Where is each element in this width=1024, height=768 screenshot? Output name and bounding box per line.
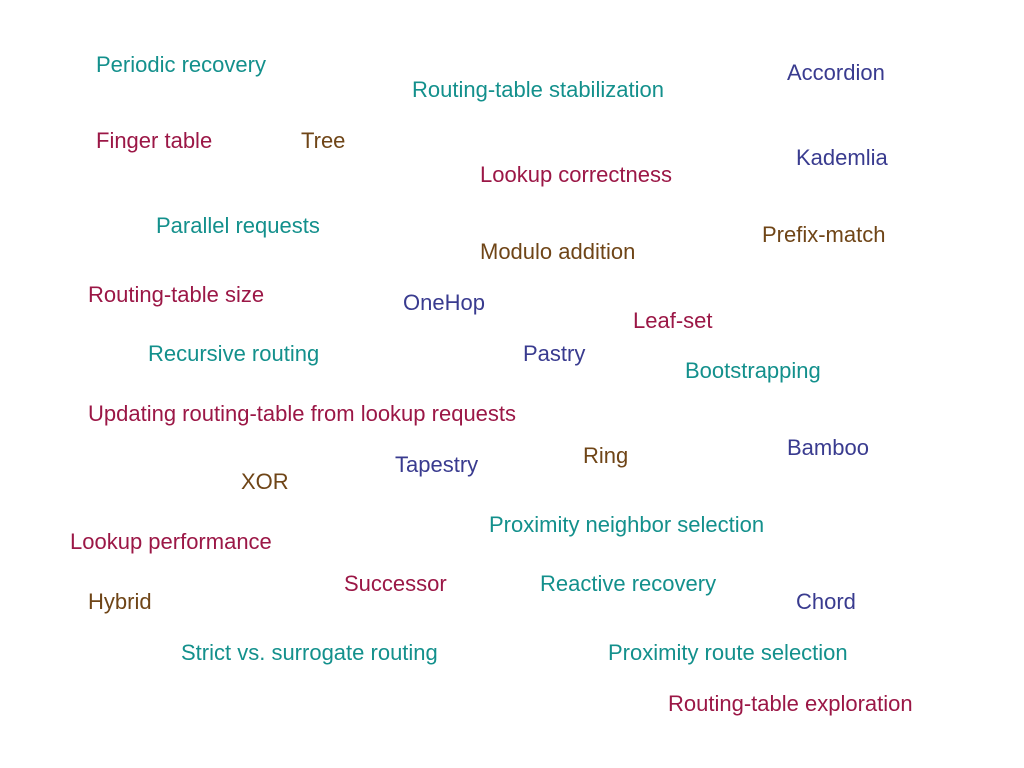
term-lookup-performance: Lookup performance [70, 529, 272, 554]
term-bootstrapping: Bootstrapping [685, 358, 821, 383]
term-prefix-match: Prefix-match [762, 222, 886, 247]
term-routing-table-exploration: Routing-table exploration [668, 691, 913, 716]
term-routing-table-size: Routing-table size [88, 282, 265, 307]
term-parallel-requests: Parallel requests [156, 213, 320, 238]
term-recursive-routing: Recursive routing [148, 341, 320, 366]
term-xor: XOR [241, 469, 289, 494]
term-proximity-route-selection: Proximity route selection [608, 640, 848, 665]
term-ring: Ring [583, 443, 629, 468]
term-updating-routing-table: Updating routing-table from lookup reque… [88, 401, 517, 426]
term-reactive-recovery: Reactive recovery [540, 571, 717, 596]
term-routing-table-stabilization: Routing-table stabilization [412, 77, 664, 102]
term-onehop: OneHop [403, 290, 485, 315]
term-tree: Tree [301, 128, 346, 153]
term-finger-table: Finger table [96, 128, 213, 153]
term-periodic-recovery: Periodic recovery [96, 52, 266, 77]
term-proximity-neighbor-selection: Proximity neighbor selection [489, 512, 765, 537]
term-lookup-correctness: Lookup correctness [480, 162, 672, 187]
term-tapestry: Tapestry [395, 452, 479, 477]
term-kademlia: Kademlia [796, 145, 888, 170]
term-bamboo: Bamboo [787, 435, 869, 460]
term-successor: Successor [344, 571, 447, 596]
term-strict-vs-surrogate-routing: Strict vs. surrogate routing [181, 640, 438, 665]
term-modulo-addition: Modulo addition [480, 239, 636, 264]
term-chord: Chord [796, 589, 856, 614]
term-accordion: Accordion [787, 60, 885, 85]
term-hybrid: Hybrid [88, 589, 152, 614]
term-leaf-set: Leaf-set [633, 308, 713, 333]
term-pastry: Pastry [523, 341, 586, 366]
